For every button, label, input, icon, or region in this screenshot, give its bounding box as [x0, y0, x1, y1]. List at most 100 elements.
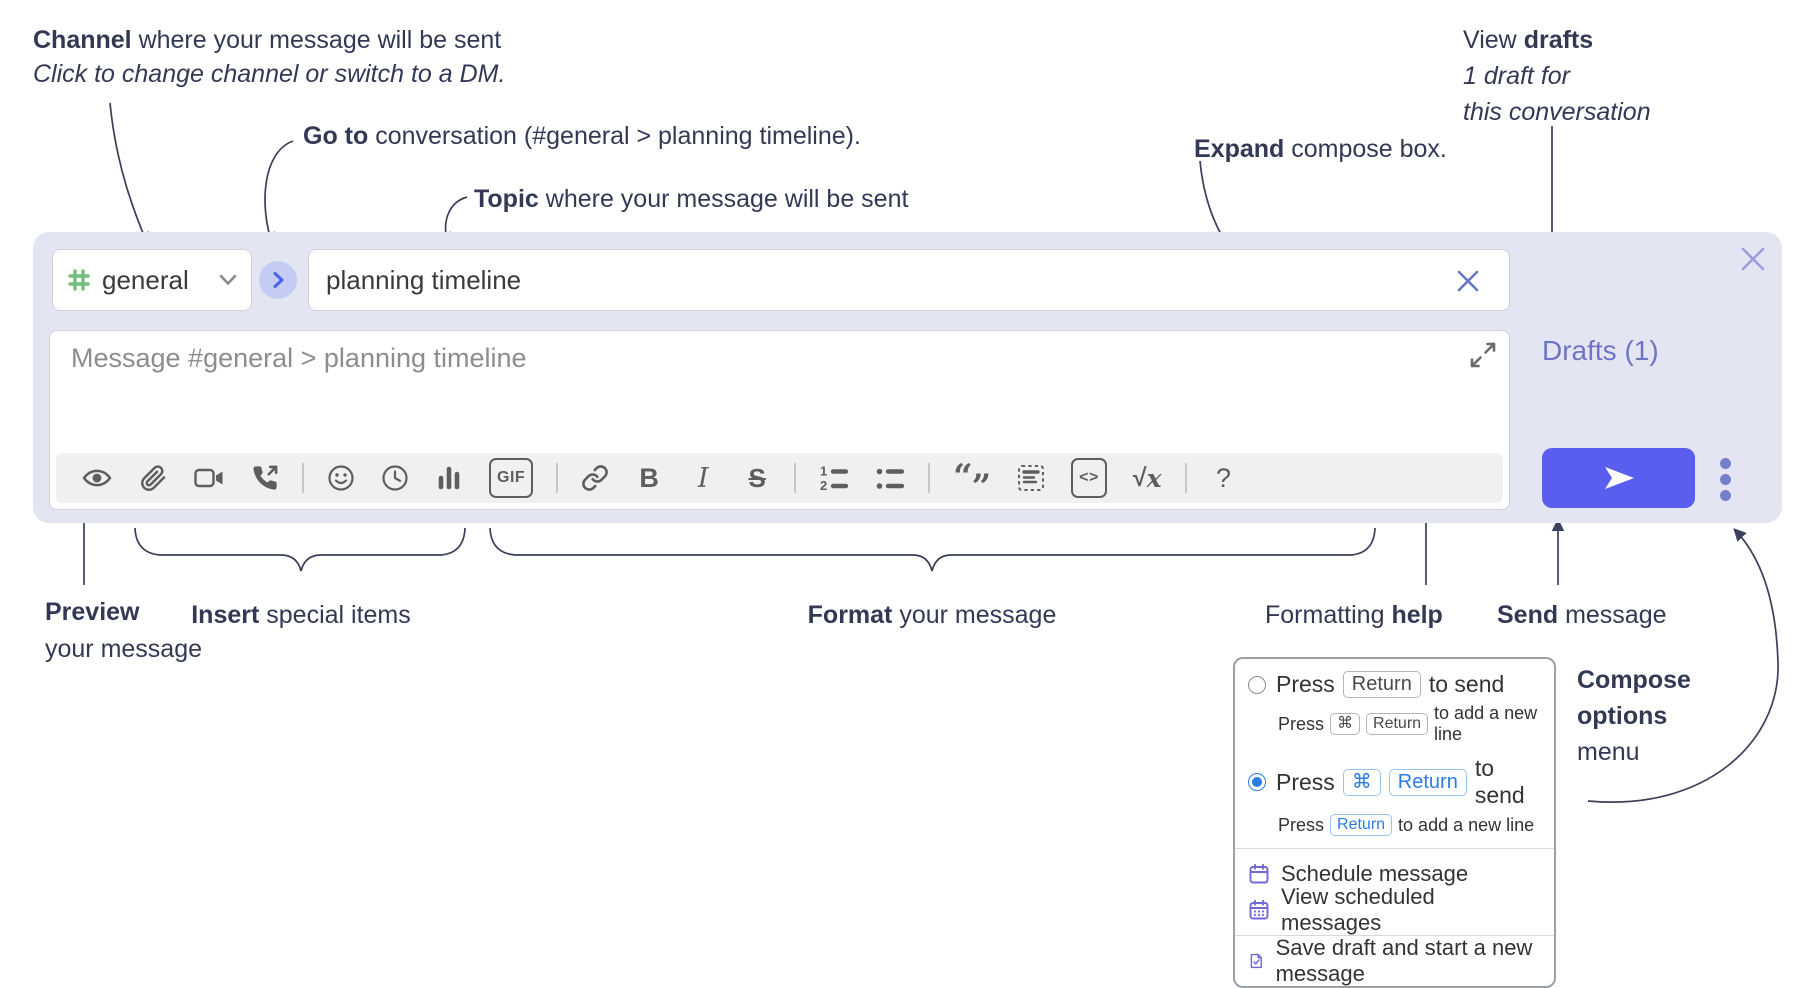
emoji-button[interactable]	[327, 458, 355, 498]
key-cmd: ⌘	[1342, 768, 1381, 796]
gif-icon: GIF	[497, 469, 526, 486]
toolbar-divider	[794, 463, 797, 493]
math-icon: √	[1132, 463, 1147, 492]
poll-button[interactable]	[435, 458, 463, 498]
option-cmd-return-to-send[interactable]: Press ⌘ Return to send	[1248, 755, 1541, 809]
send-button[interactable]	[1542, 448, 1695, 508]
key-cmd: ⌘	[1330, 713, 1361, 735]
video-camera-icon	[194, 468, 223, 488]
paperclip-icon	[140, 464, 165, 491]
annotation-channel: Channel where your message will be sent …	[33, 26, 506, 88]
toolbar-divider	[928, 463, 931, 493]
compose-toolbar: GIF B I S	[56, 453, 1503, 507]
attach-file-button[interactable]	[139, 458, 167, 498]
chevron-right-icon	[273, 272, 283, 288]
chevron-down-icon	[219, 274, 237, 285]
quote-icon: “	[953, 457, 973, 497]
italic-button[interactable]: I	[689, 458, 717, 498]
radio-selected-icon[interactable]	[1248, 773, 1266, 791]
svg-text:1: 1	[820, 464, 827, 479]
clear-topic-button[interactable]	[1453, 266, 1483, 296]
bulleted-list-button[interactable]	[875, 458, 905, 498]
gif-button[interactable]: GIF	[489, 458, 534, 498]
bar-chart-icon	[438, 466, 460, 490]
option-cmd-return-subtext: Press Return to add a new line	[1278, 814, 1535, 836]
link-button[interactable]	[581, 458, 609, 498]
menu-item-schedule-message[interactable]: Schedule message	[1248, 856, 1541, 892]
quote-button[interactable]: “ ”	[953, 457, 992, 507]
math-button[interactable]: √x	[1133, 458, 1162, 498]
menu-divider	[1235, 935, 1554, 936]
clock-icon	[382, 465, 408, 491]
close-compose-button[interactable]	[1736, 242, 1770, 276]
channel-hash-icon	[68, 269, 90, 291]
file-check-icon	[1250, 953, 1262, 969]
calendar-icon	[1249, 863, 1269, 884]
code-button[interactable]: <>	[1071, 458, 1107, 498]
topic-input-wrapper	[308, 249, 1510, 311]
arrow-channel	[109, 102, 149, 246]
message-textarea[interactable]	[50, 331, 1509, 449]
annotation-formatting-help: Formatting help	[1265, 601, 1443, 629]
preview-button[interactable]	[81, 458, 113, 498]
annotation-insert: Insert special items	[191, 601, 411, 629]
global-time-button[interactable]	[381, 458, 409, 498]
phone-call-icon	[253, 465, 278, 490]
smiley-icon	[328, 465, 354, 491]
close-icon	[1741, 247, 1765, 271]
go-to-conversation-button[interactable]	[259, 261, 297, 299]
spoiler-icon	[1018, 465, 1045, 491]
annotation-format: Format your message	[807, 601, 1057, 629]
close-icon	[1457, 270, 1479, 292]
italic-icon: I	[697, 462, 709, 494]
key-return: Return	[1388, 768, 1467, 796]
channel-selector[interactable]: general	[52, 249, 252, 311]
ellipsis-icon	[1719, 457, 1731, 469]
radio-unselected-icon[interactable]	[1248, 675, 1266, 694]
compose-options-menu: Press Return to send Press ⌘ Return to a…	[1233, 657, 1556, 988]
compose-options-menu-button[interactable]	[1712, 454, 1738, 504]
question-mark-icon: ?	[1215, 462, 1232, 493]
strikethrough-button[interactable]: S	[743, 458, 771, 498]
numbered-list-icon: 1 2	[820, 464, 849, 492]
eye-icon	[82, 469, 112, 487]
annotation-drafts: View drafts 1 draft for this conversatio…	[1463, 26, 1651, 126]
toolbar-divider	[556, 463, 559, 493]
drafts-link[interactable]: Drafts (1)	[1542, 335, 1659, 366]
toolbar-divider	[1184, 463, 1187, 493]
annotation-expand: Expand compose box.	[1194, 135, 1447, 163]
topic-input[interactable]	[309, 250, 1456, 310]
key-return: Return	[1330, 814, 1393, 836]
bulleted-list-icon	[876, 468, 905, 489]
spoiler-button[interactable]	[1017, 458, 1045, 498]
calendar-dots-icon	[1249, 899, 1269, 920]
voice-call-button[interactable]	[251, 458, 279, 498]
option-return-to-send[interactable]: Press Return to send	[1248, 671, 1541, 698]
key-return: Return	[1342, 671, 1421, 698]
formatting-help-button[interactable]: ?	[1210, 458, 1238, 498]
video-call-button[interactable]	[193, 458, 225, 498]
page: { "ann": { "channel_b": "Channel", "chan…	[33, 26, 1782, 988]
option-return-to-send-subtext: Press ⌘ Return to add a new line	[1278, 703, 1538, 744]
menu-divider	[1235, 848, 1554, 849]
link-icon	[582, 465, 608, 491]
menu-item-view-scheduled-messages[interactable]: View scheduled messages	[1248, 884, 1541, 935]
message-area: GIF B I S	[49, 330, 1510, 510]
bold-icon: B	[639, 462, 659, 493]
numbered-list-button[interactable]: 1 2	[819, 458, 849, 498]
expand-compose-button[interactable]	[1469, 341, 1497, 369]
svg-text:2: 2	[820, 478, 827, 492]
annotation-goto: Go to conversation (#general > planning …	[303, 122, 861, 150]
key-return: Return	[1366, 713, 1429, 735]
bold-button[interactable]: B	[635, 458, 663, 498]
toolbar-divider	[302, 463, 304, 493]
send-icon	[1604, 467, 1634, 489]
brace-format	[489, 527, 1376, 572]
strikethrough-icon: S	[748, 462, 766, 493]
annotation-topic: Topic where your message will be sent	[474, 185, 909, 213]
menu-item-save-draft-new-message[interactable]: Save draft and start a new message	[1248, 935, 1541, 986]
expand-diagonal-icon	[1470, 342, 1496, 368]
annotation-preview: Preview your message	[45, 598, 203, 663]
annotation-send: Send message	[1497, 601, 1667, 629]
compose-box: general	[33, 232, 1782, 523]
